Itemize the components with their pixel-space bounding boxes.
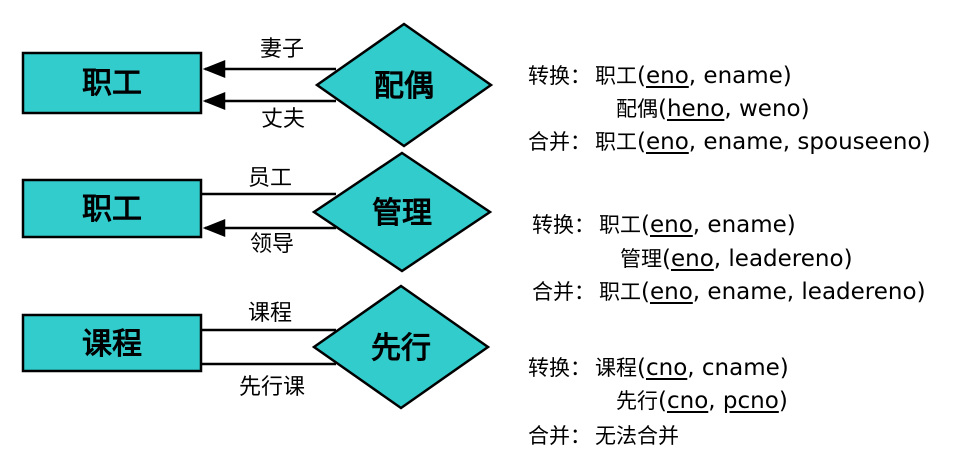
attributes: , leadereno — [713, 246, 844, 272]
convert-line-1: 转换：职工(eno, ename) — [528, 60, 792, 90]
paren-open: ( — [658, 388, 667, 414]
relation-name: 职工 — [595, 64, 637, 88]
paren-close: ) — [843, 246, 853, 272]
role-label-top: 课程 — [248, 301, 292, 326]
merge-label: 合并： — [528, 424, 591, 448]
relationship-diamond — [311, 284, 491, 410]
paren-close: ) — [916, 279, 926, 305]
merge-label: 合并： — [532, 280, 595, 304]
group-prerequisite: 课程 先行 课程 先行课 — [21, 284, 491, 410]
relation-name: 职工 — [599, 280, 641, 304]
paren-close: ) — [779, 355, 789, 381]
primary-key: cno — [645, 355, 688, 381]
relationship-diamond — [314, 22, 494, 148]
attributes: , cname — [687, 355, 780, 381]
convert-line-2: 配偶(heno, weno) — [616, 93, 810, 123]
paren-close: ) — [800, 96, 810, 122]
relation-name: 职工 — [595, 130, 637, 154]
role-label-top: 妻子 — [260, 37, 304, 62]
convert-label: 转换： — [528, 64, 591, 88]
paren-open: ( — [637, 129, 646, 155]
attributes: , ename, leadereno — [692, 279, 917, 305]
entity-label: 职工 — [82, 66, 142, 101]
entity-label: 职工 — [82, 192, 142, 227]
separator: , — [708, 388, 723, 414]
merge-line: 合并：无法合并 — [528, 420, 679, 450]
merge-line: 合并：职工(eno, ename, spouseeno) — [528, 126, 931, 156]
primary-key: eno — [649, 279, 693, 305]
attributes: , ename, spouseeno — [688, 129, 922, 155]
entity-label: 课程 — [82, 327, 142, 362]
relationship-label: 先行 — [371, 331, 431, 366]
convert-line-1: 转换：课程(cno, cname) — [528, 352, 789, 382]
role-label-top: 员工 — [248, 166, 292, 191]
relationship-label: 管理 — [372, 196, 432, 231]
paren-open: ( — [641, 212, 650, 238]
convert-line-2: 管理(eno, leadereno) — [620, 243, 853, 273]
group-spouse: 职工 配偶 妻子 丈夫 — [21, 22, 494, 148]
merge-line: 合并：职工(eno, ename, leadereno) — [532, 276, 926, 306]
paren-open: ( — [658, 96, 667, 122]
relation-name: 配偶 — [616, 97, 658, 121]
paren-close: ) — [778, 388, 788, 414]
primary-key: eno — [645, 129, 689, 155]
merge-label: 合并： — [528, 130, 591, 154]
entity-box — [21, 178, 203, 239]
convert-label: 转换： — [528, 356, 591, 380]
group-manage: 职工 管理 员工 领导 — [21, 151, 493, 273]
primary-key: cno — [666, 388, 709, 414]
relation-name: 课程 — [595, 356, 637, 380]
paren-open: ( — [637, 63, 646, 89]
paren-open: ( — [662, 246, 671, 272]
role-label-bottom: 丈夫 — [261, 107, 305, 132]
entity-box — [21, 313, 203, 373]
relationship-label: 配偶 — [374, 69, 434, 104]
attributes: , ename — [692, 212, 787, 238]
attributes: , weno — [724, 96, 801, 122]
merge-result: 无法合并 — [595, 424, 679, 448]
paren-close: ) — [921, 129, 931, 155]
role-label-bottom: 先行课 — [239, 375, 305, 400]
relation-name: 管理 — [620, 247, 662, 271]
primary-key: eno — [649, 212, 693, 238]
role-label-bottom: 领导 — [250, 232, 294, 257]
convert-label: 转换： — [532, 213, 595, 237]
paren-close: ) — [782, 63, 792, 89]
relation-name: 先行 — [616, 389, 658, 413]
convert-line-1: 转换：职工(eno, ename) — [532, 209, 796, 239]
paren-open: ( — [637, 355, 646, 381]
paren-close: ) — [786, 212, 796, 238]
primary-key: eno — [645, 63, 689, 89]
primary-key: heno — [666, 96, 725, 122]
primary-key: pcno — [722, 388, 779, 414]
attributes: , ename — [688, 63, 783, 89]
convert-line-2: 先行(cno, pcno) — [616, 385, 788, 415]
primary-key: eno — [670, 246, 714, 272]
paren-open: ( — [641, 279, 650, 305]
relationship-diamond — [311, 151, 493, 273]
entity-box — [21, 51, 203, 115]
relation-name: 职工 — [599, 213, 641, 237]
